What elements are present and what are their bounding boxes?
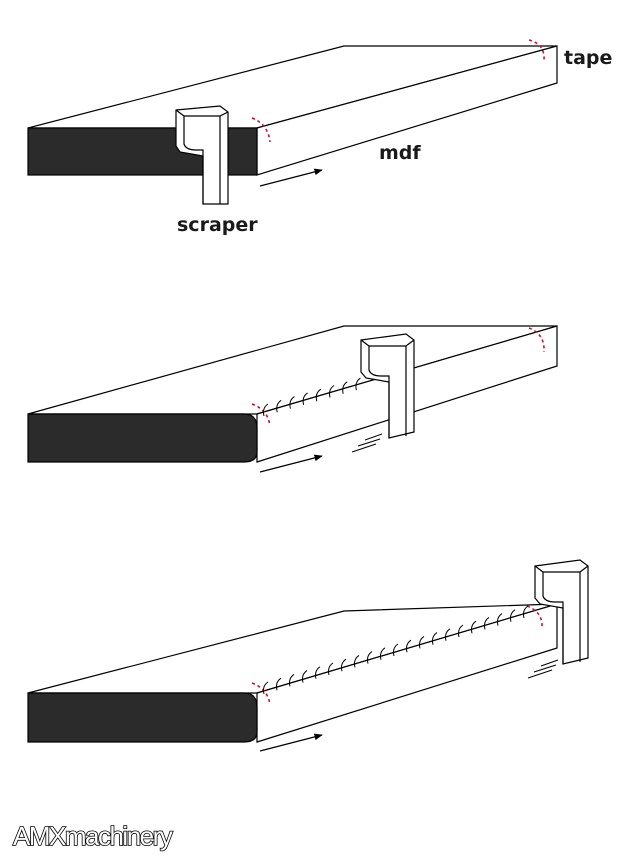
feed-direction-arrow [259, 168, 323, 187]
tape-shaving [276, 399, 282, 413]
mdf-board [27, 325, 558, 463]
tape-shaving [263, 403, 269, 417]
scraper-tool [175, 105, 229, 205]
tape-shaving [355, 377, 361, 391]
motion-lines [351, 433, 383, 453]
feed-direction-arrow [259, 454, 323, 473]
tape-shavings [263, 377, 361, 417]
tape-shaving [484, 616, 490, 630]
tape-shaving [276, 677, 282, 691]
panel-step-3 [27, 559, 589, 752]
tape-shaving [302, 392, 308, 406]
feed-direction-arrow [259, 733, 323, 752]
tape-shaving [329, 385, 335, 398]
tape-shaving [419, 635, 425, 649]
panel-step-2 [27, 325, 558, 473]
scraper-label: scraper [177, 214, 258, 236]
tape-start-mark [251, 117, 271, 143]
tape-shaving [302, 670, 308, 683]
tape-shaving [367, 651, 373, 664]
tape-shaving [393, 643, 399, 657]
tape-shaving [380, 647, 386, 660]
tape-end-mark [526, 605, 543, 629]
tape-shaving [315, 666, 321, 679]
brand-watermark: AMXmachinery [13, 821, 173, 851]
tape-shaving [341, 658, 347, 672]
mdf-label: mdf [379, 142, 421, 164]
tape-shaving [289, 673, 295, 687]
mdf-board [27, 45, 558, 176]
tape-shaving [471, 620, 477, 634]
tape-shavings [263, 605, 529, 695]
tape-shaving [263, 681, 269, 695]
tape-shaving [354, 654, 360, 668]
tape-shaving [406, 639, 412, 653]
tape-shaving [510, 609, 516, 622]
tape-end-mark [528, 327, 545, 353]
tape-shaving [342, 381, 348, 394]
panel-step-1: tape mdf scraper [27, 39, 612, 236]
tape-shaving [289, 396, 295, 409]
tape-shaving [445, 628, 451, 641]
scraper-tool [360, 333, 415, 439]
tape-start-mark [251, 682, 271, 706]
motion-lines [527, 659, 559, 679]
tape-shaving [432, 632, 438, 645]
tape-shaving [497, 613, 503, 626]
tape-shaving [328, 662, 334, 676]
tape-shaving [315, 388, 322, 402]
tape-end-mark [528, 39, 545, 61]
tape-shaving [458, 624, 464, 638]
tape-label: tape [564, 47, 612, 69]
scraper-tool [534, 559, 589, 665]
tape-shaving [523, 605, 529, 619]
mdf-board [27, 603, 558, 743]
tape-start-mark [251, 403, 271, 427]
